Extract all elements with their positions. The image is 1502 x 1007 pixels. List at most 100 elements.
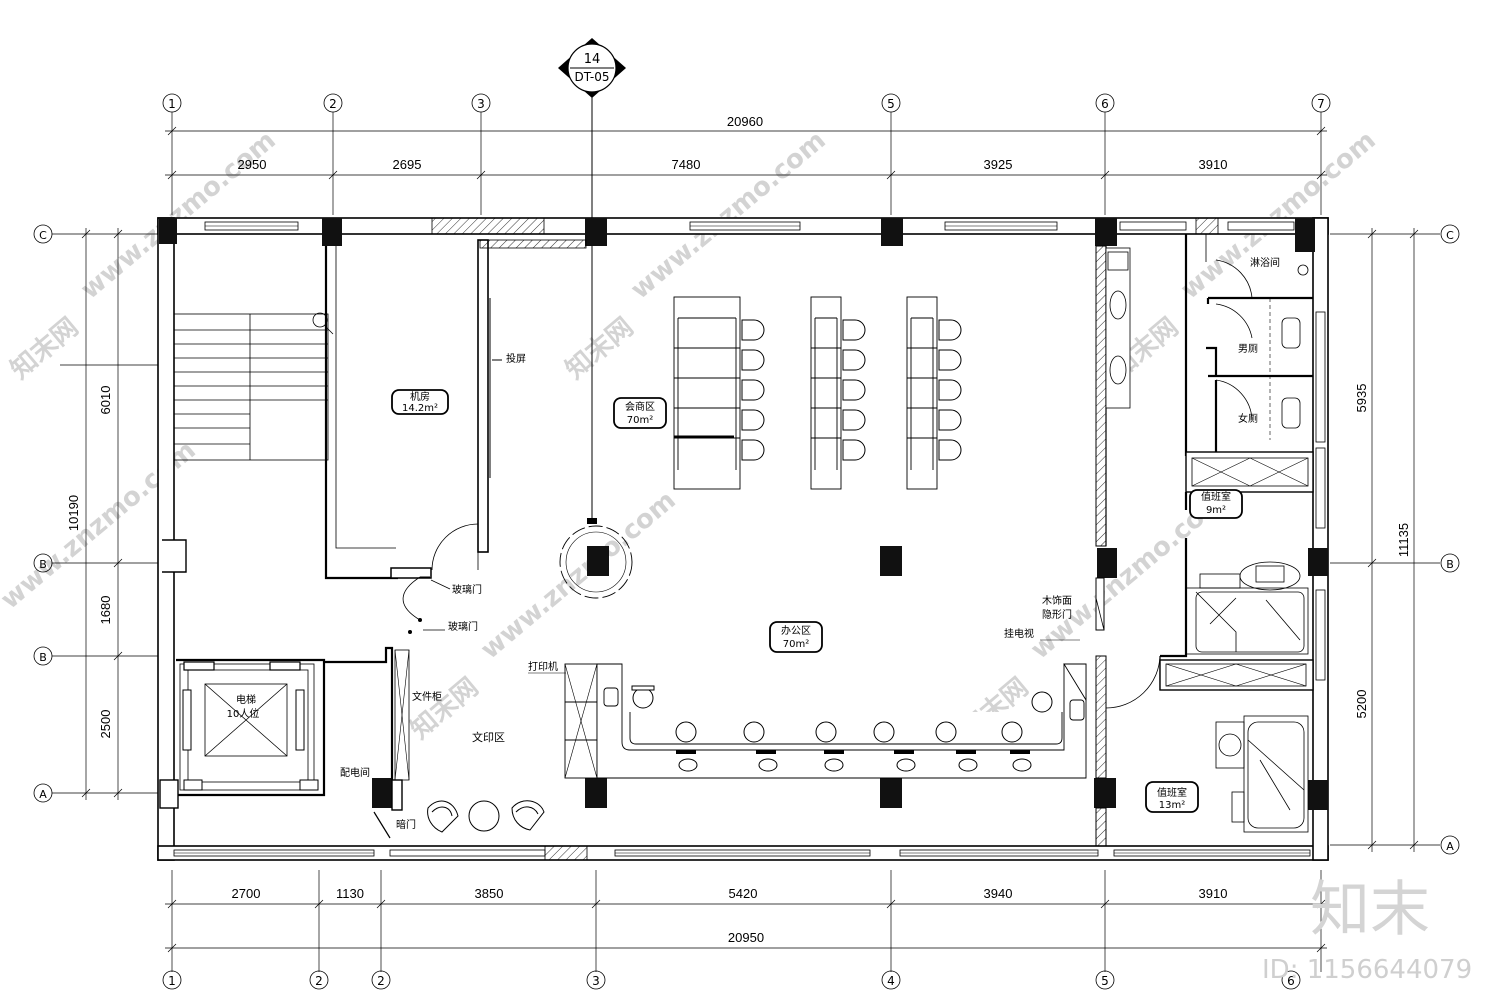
glass-door-label-2: 玻璃门 — [448, 620, 478, 633]
right-dimensions — [1330, 228, 1440, 852]
hidden-door-label: 暗门 — [396, 818, 416, 831]
distribution-room-label: 配电间 — [340, 766, 370, 779]
bottom-axis-bubbles: 1 2 2 3 4 5 6 — [162, 970, 1301, 990]
elevator — [159, 539, 326, 809]
dim-top-5: 3910 — [1199, 157, 1228, 172]
elevator-name: 电梯 — [236, 693, 256, 706]
axis-label: 4 — [887, 974, 895, 988]
section-marker: 14 DT-05 — [558, 38, 626, 524]
print-area-label: 文印区 — [472, 730, 505, 744]
axis-label: C — [1446, 229, 1454, 242]
server-room — [324, 239, 587, 580]
server-room-area: 14.2m² — [402, 403, 438, 414]
axis-label: 5 — [1101, 974, 1109, 988]
hidden-door-label-2: 隐形门 — [1042, 608, 1072, 621]
shower-label: 淋浴间 — [1250, 256, 1280, 269]
distribution-and-cabinet — [324, 646, 410, 839]
dim-right-1: 5935 — [1354, 384, 1369, 413]
office-chairs — [631, 685, 1053, 772]
projector-screen-label: 投屏 — [506, 352, 526, 365]
server-room-name: 机房 — [410, 390, 430, 403]
dim-right-2: 5200 — [1354, 690, 1369, 719]
left-axis-bubbles: C B B A — [33, 224, 53, 803]
meeting-area-name: 会商区 — [625, 400, 655, 413]
axis-label: 3 — [477, 97, 485, 111]
dim-bottom-total: 20950 — [728, 930, 764, 945]
bottom-dimensions — [165, 870, 1327, 972]
dim-bottom-2: 1130 — [336, 886, 364, 901]
exterior-walls — [157, 217, 1329, 861]
dim-top-3: 7480 — [672, 157, 701, 172]
dim-top-1: 2950 — [238, 157, 267, 172]
watermark-text: 知末网 — [5, 312, 84, 385]
right-zone-walls — [1095, 234, 1314, 847]
meeting-tables — [673, 296, 938, 490]
axis-label: 6 — [1101, 97, 1109, 111]
womens-room-label: 女厕 — [1238, 412, 1258, 425]
glass-door-area — [402, 576, 451, 634]
section-marker-sheet: DT-05 — [574, 70, 609, 84]
axis-label: A — [39, 788, 47, 801]
axis-label: B — [1446, 558, 1454, 571]
duty-room-large-name: 值班室 — [1157, 786, 1187, 799]
dim-left-2: 1680 — [98, 596, 113, 625]
axis-label: B — [39, 651, 47, 664]
office-label-box — [769, 621, 823, 653]
printer-label: 打印机 — [528, 660, 558, 673]
office-area-area: 70m² — [783, 639, 809, 650]
wood-panel-label: 木饰面 — [1042, 594, 1072, 607]
watermark-text: www.znzmo.com — [75, 125, 281, 305]
elevator-capacity: 10人位 — [227, 707, 260, 720]
axis-label: A — [1446, 840, 1454, 853]
axis-label: 6 — [1287, 974, 1295, 988]
dim-top-total: 20960 — [727, 114, 763, 129]
left-dimensions — [52, 228, 160, 800]
file-cabinet-label: 文件柜 — [412, 690, 442, 703]
column-ring — [559, 525, 633, 599]
top-axis-bubbles: 1 2 3 5 6 7 — [162, 93, 1331, 113]
axis-label: 5 — [887, 97, 895, 111]
duty-room-small-area: 9m² — [1206, 505, 1226, 516]
meeting-chairs — [741, 319, 962, 461]
top-dimensions — [165, 112, 1327, 215]
duty-room-small-name: 值班室 — [1201, 490, 1231, 503]
id-watermark: ID: 1156644079 — [1262, 955, 1472, 985]
dim-top-4: 3925 — [984, 157, 1013, 172]
axis-label: 3 — [592, 974, 600, 988]
meeting-label-box — [613, 397, 667, 429]
axis-label: B — [39, 558, 47, 571]
axis-label: C — [39, 229, 47, 242]
dim-bottom-1: 2700 — [232, 886, 261, 901]
dim-left-1: 6010 — [98, 386, 113, 415]
structural-columns — [159, 218, 1328, 810]
staircase — [173, 312, 334, 461]
right-axis-bubbles: C B A — [1440, 224, 1460, 855]
meeting-area-area: 70m² — [627, 415, 653, 426]
axis-label: 2 — [377, 974, 385, 988]
watermark-text: www.znzmo.com — [475, 485, 681, 665]
dim-top-2: 2695 — [393, 157, 422, 172]
watermark-text: 知末网 — [560, 312, 639, 385]
dim-left-3: 2500 — [98, 710, 113, 739]
dim-bottom-3: 3850 — [475, 886, 504, 901]
watermark-text: www.znzmo.com — [625, 125, 831, 305]
tv-label: 挂电视 — [1004, 627, 1034, 640]
axis-label: 2 — [329, 97, 337, 111]
dim-bottom-5: 3940 — [984, 886, 1013, 901]
duty-room-large-area: 13m² — [1159, 800, 1185, 811]
glass-door-label-1: 玻璃门 — [452, 583, 482, 596]
axis-label: 2 — [315, 974, 323, 988]
dim-left-total: 10190 — [66, 495, 81, 531]
dim-bottom-4: 5420 — [729, 886, 758, 901]
brand-watermark: 知末 — [1310, 875, 1430, 945]
dim-bottom-6: 3910 — [1199, 886, 1228, 901]
mens-room-label: 男厕 — [1238, 343, 1258, 355]
office-area-name: 办公区 — [781, 624, 811, 637]
lounge-seats — [427, 800, 545, 833]
dim-right-total: 11135 — [1396, 523, 1411, 557]
axis-label: 7 — [1317, 97, 1325, 111]
desk-monitors — [676, 750, 1030, 754]
axis-label: 1 — [168, 974, 176, 988]
axis-label: 1 — [168, 97, 176, 111]
